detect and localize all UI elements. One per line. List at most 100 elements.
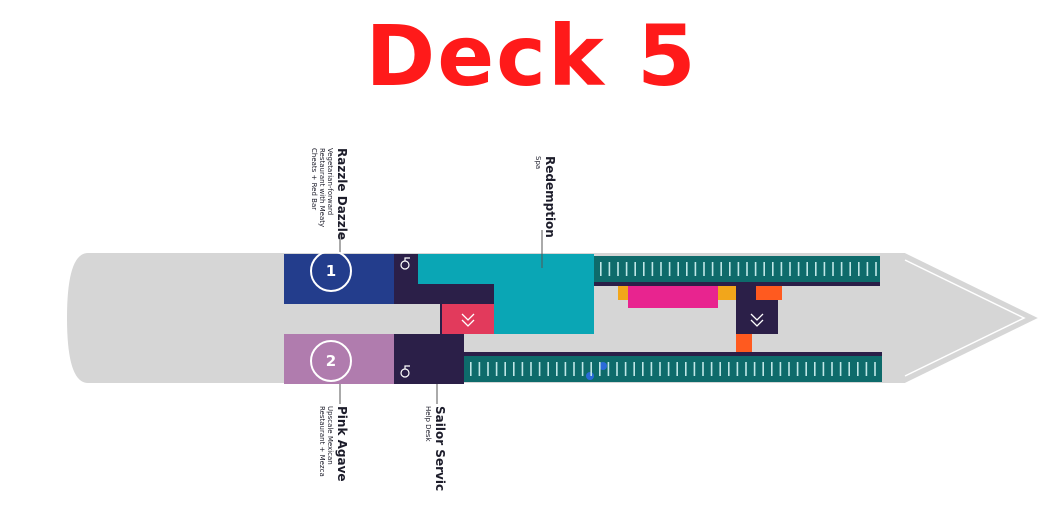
venue-desc-line: Restaurant with Meaty — [318, 148, 327, 228]
label-razzle-dazzle: Razzle Dazzle Vegetarian-forward Restaur… — [310, 148, 349, 241]
cabin-numbers — [470, 262, 877, 376]
cabin-number-tick — [840, 262, 843, 276]
orange-cabin-block[interactable] — [756, 286, 782, 300]
cabin-number-tick — [650, 362, 653, 376]
location-marker[interactable] — [586, 372, 594, 380]
accessible-icon — [400, 365, 410, 378]
cabin-number-tick — [547, 362, 549, 376]
cabin-number-tick — [823, 262, 826, 276]
cabin-number-tick — [607, 362, 610, 376]
cabin-number-tick — [521, 362, 524, 376]
cabin-number-tick — [814, 362, 816, 376]
cabin-number-tick — [660, 262, 662, 276]
deck-title: Deck 5 — [365, 7, 698, 105]
cabin-number-tick — [616, 362, 618, 376]
location-marker[interactable] — [599, 362, 607, 370]
cabin-number-tick — [538, 362, 541, 376]
elevator-icon — [750, 313, 764, 327]
cabin-number-tick — [875, 262, 877, 276]
cabin-number-tick — [685, 362, 687, 376]
cabin-number-tick — [754, 262, 757, 276]
cabin-number-tick — [693, 362, 696, 376]
redemption-spa-area[interactable] — [418, 254, 594, 334]
yellow-cabin-block-2[interactable] — [718, 286, 736, 300]
cabin-number-tick — [651, 262, 654, 276]
cabin-number-tick — [796, 362, 799, 376]
venue-desc-line: Spa — [534, 156, 543, 170]
cabin-number-tick — [763, 262, 765, 276]
cabin-number-tick — [745, 362, 747, 376]
venue-desc-line: Cheats + Red Bar — [310, 148, 319, 211]
venue-name: Sailor Servic — [433, 406, 447, 492]
cabin-number-tick — [822, 362, 825, 376]
cabin-number-tick — [746, 262, 748, 276]
cabin-number-tick — [789, 262, 791, 276]
galley-dark-connector — [418, 284, 494, 304]
cabin-number-tick — [694, 262, 697, 276]
pink-cabin-block[interactable] — [628, 286, 718, 308]
venue-desc-line: Restaurant + Mezca — [318, 406, 327, 477]
cabin-number-tick — [866, 262, 869, 276]
cabin-number-tick — [634, 262, 636, 276]
stairs-block[interactable] — [442, 304, 494, 334]
cabin-number-tick — [728, 362, 730, 376]
yellow-cabin-block[interactable] — [618, 286, 628, 300]
orange-cabin-block-2[interactable] — [736, 334, 752, 352]
cabin-number-tick — [832, 262, 834, 276]
venue-desc-line: Help Desk — [424, 406, 433, 442]
cabin-number-tick — [849, 262, 851, 276]
galley-dark-upper — [394, 254, 418, 304]
cabin-number-tick — [686, 262, 688, 276]
cabin-number-tick — [831, 362, 833, 376]
cabin-number-tick — [771, 362, 773, 376]
cabin-number-tick — [642, 362, 644, 376]
cabin-number-tick — [625, 262, 628, 276]
cabin-number-tick — [478, 362, 481, 376]
cabin-number-tick — [874, 362, 876, 376]
venue-name: Razzle Dazzle — [335, 148, 349, 241]
accessible-icon — [400, 257, 410, 270]
cabin-number-tick — [753, 362, 756, 376]
cabin-number-tick — [703, 262, 705, 276]
cabin-number-tick — [677, 262, 679, 276]
venue-desc-line: Upscale Mexican — [326, 406, 335, 465]
label-pink-agave: Pink Agave Upscale Mexican Restaurant + … — [318, 406, 349, 482]
cabin-number-tick — [659, 362, 661, 376]
cabin-number-tick — [676, 362, 678, 376]
cabin-number-tick — [573, 362, 575, 376]
cabin-number-tick — [667, 362, 670, 376]
venue-name: Pink Agave — [335, 406, 349, 482]
cabin-number-tick — [858, 262, 860, 276]
cabin-row-upper-frame — [594, 282, 880, 286]
cabin-number-tick — [668, 262, 671, 276]
cabin-row-lower-frame — [464, 352, 882, 356]
cabin-number-tick — [720, 262, 722, 276]
cabin-number-tick — [806, 262, 808, 276]
cabin-number-tick — [815, 262, 817, 276]
cabin-number-tick — [608, 262, 611, 276]
cabin-number-tick — [711, 262, 714, 276]
venue-number-1[interactable]: 1 — [310, 250, 352, 292]
cabin-number-tick — [470, 362, 472, 376]
cabin-number-tick — [556, 362, 558, 376]
cabin-number-tick — [719, 362, 721, 376]
cabin-number-tick — [710, 362, 713, 376]
cabin-number-tick — [805, 362, 807, 376]
cabin-number-tick — [762, 362, 764, 376]
sailor-services-area[interactable] — [394, 334, 464, 384]
cabin-number-tick — [599, 362, 601, 376]
stairs-icon — [461, 313, 475, 327]
cabin-number-tick — [590, 362, 592, 376]
cabin-number-tick — [788, 362, 790, 376]
cabin-number-tick — [857, 362, 859, 376]
cabin-number-tick — [729, 262, 731, 276]
cabin-number-tick — [772, 262, 774, 276]
venue-number-2[interactable]: 2 — [310, 340, 352, 382]
cabin-number-tick — [839, 362, 842, 376]
label-redemption: Redemption Spa — [534, 156, 557, 238]
cabin-number-tick — [702, 362, 704, 376]
cabin-row-lower[interactable] — [464, 356, 882, 382]
venue-name: Redemption — [543, 156, 557, 238]
cabin-row-upper[interactable] — [594, 256, 880, 282]
